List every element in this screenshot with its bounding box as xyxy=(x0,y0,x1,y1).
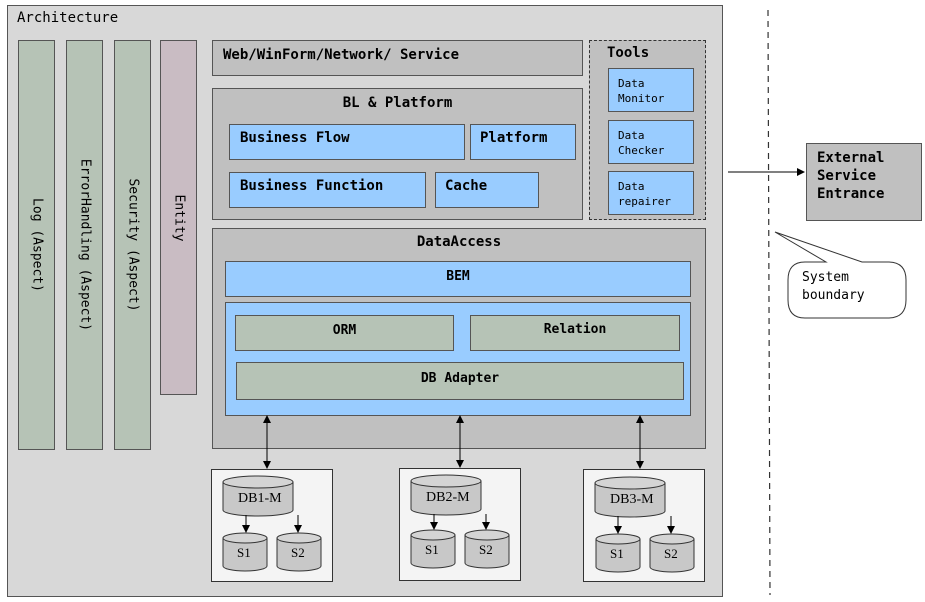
callout-line1: System xyxy=(802,270,849,285)
cache-label: Cache xyxy=(445,178,488,194)
business-function-label: Business Function xyxy=(240,178,384,194)
bl-platform-title: BL & Platform xyxy=(342,95,453,111)
external-line3: Entrance xyxy=(817,186,885,202)
db1-slave2-cylinder xyxy=(276,532,322,572)
cache-box: Cache xyxy=(435,172,539,208)
tool-data-repairer: Data repairer xyxy=(608,171,694,215)
db3-slave2-cylinder xyxy=(649,533,695,573)
db2-slave1-label: S1 xyxy=(425,542,439,557)
tools-title: Tools xyxy=(607,45,650,61)
external-service-entrance: External Service Entrance xyxy=(806,143,922,221)
pillar-error-handling: ErrorHandling (Aspect) xyxy=(66,40,103,450)
tool-data-repairer-line1: Data xyxy=(618,180,645,193)
architecture-title: Architecture xyxy=(17,10,119,26)
bem-label: BEM xyxy=(446,269,470,284)
db2-master-label: DB2-M xyxy=(426,490,470,505)
db3-slave2-label: S2 xyxy=(664,546,678,561)
db1-slave1-label: S1 xyxy=(237,545,251,560)
service-layer: Web/WinForm/Network/ Service xyxy=(212,40,583,76)
db2-slave2-cylinder xyxy=(464,529,510,569)
system-boundary-line xyxy=(767,9,771,596)
pillar-security: Security (Aspect) xyxy=(114,40,151,450)
platform-label: Platform xyxy=(480,130,548,146)
db1-slave1-cylinder xyxy=(222,532,268,572)
db3-slave1-label: S1 xyxy=(610,546,624,561)
tool-data-checker-line1: Data xyxy=(618,129,645,142)
data-access-title: DataAccess xyxy=(416,234,502,250)
db1-master-label: DB1-M xyxy=(238,491,282,506)
pillar-log: Log (Aspect) xyxy=(18,40,55,450)
orm-box: ORM xyxy=(235,315,454,351)
callout-line2: boundary xyxy=(802,288,865,303)
db2-master-cylinder xyxy=(410,474,482,516)
relation-label: Relation xyxy=(543,322,607,337)
tool-data-monitor: Data Monitor xyxy=(608,68,694,112)
db3-slave1-cylinder xyxy=(595,533,641,573)
db1-slave2-label: S2 xyxy=(291,545,305,560)
db-adapter-box: DB Adapter xyxy=(236,362,684,400)
relation-box: Relation xyxy=(470,315,680,351)
db3-master-cylinder xyxy=(594,476,666,518)
business-function-box: Business Function xyxy=(229,172,426,208)
service-layer-label: Web/WinForm/Network/ Service xyxy=(223,47,460,63)
tool-data-monitor-line1: Data xyxy=(618,77,645,90)
tool-data-repairer-line2: repairer xyxy=(618,195,671,208)
tool-data-checker: Data Checker xyxy=(608,120,694,164)
external-line1: External xyxy=(817,150,885,166)
db3-master-label: DB3-M xyxy=(610,492,654,507)
business-flow-box: Business Flow xyxy=(229,124,465,160)
external-line2: Service xyxy=(817,168,877,184)
db-adapter-label: DB Adapter xyxy=(420,371,500,386)
db2-slave1-cylinder xyxy=(410,529,456,569)
callout-bubble xyxy=(774,231,907,319)
platform-box: Platform xyxy=(470,124,576,160)
bem-box: BEM xyxy=(225,261,691,297)
pillar-entity: Entity xyxy=(160,40,197,395)
db2-slave2-label: S2 xyxy=(479,542,493,557)
business-flow-label: Business Flow xyxy=(240,130,350,146)
orm-label: ORM xyxy=(332,323,357,338)
tool-data-checker-line2: Checker xyxy=(618,144,665,157)
tool-data-monitor-line2: Monitor xyxy=(618,92,665,105)
db1-master-cylinder xyxy=(222,475,294,517)
